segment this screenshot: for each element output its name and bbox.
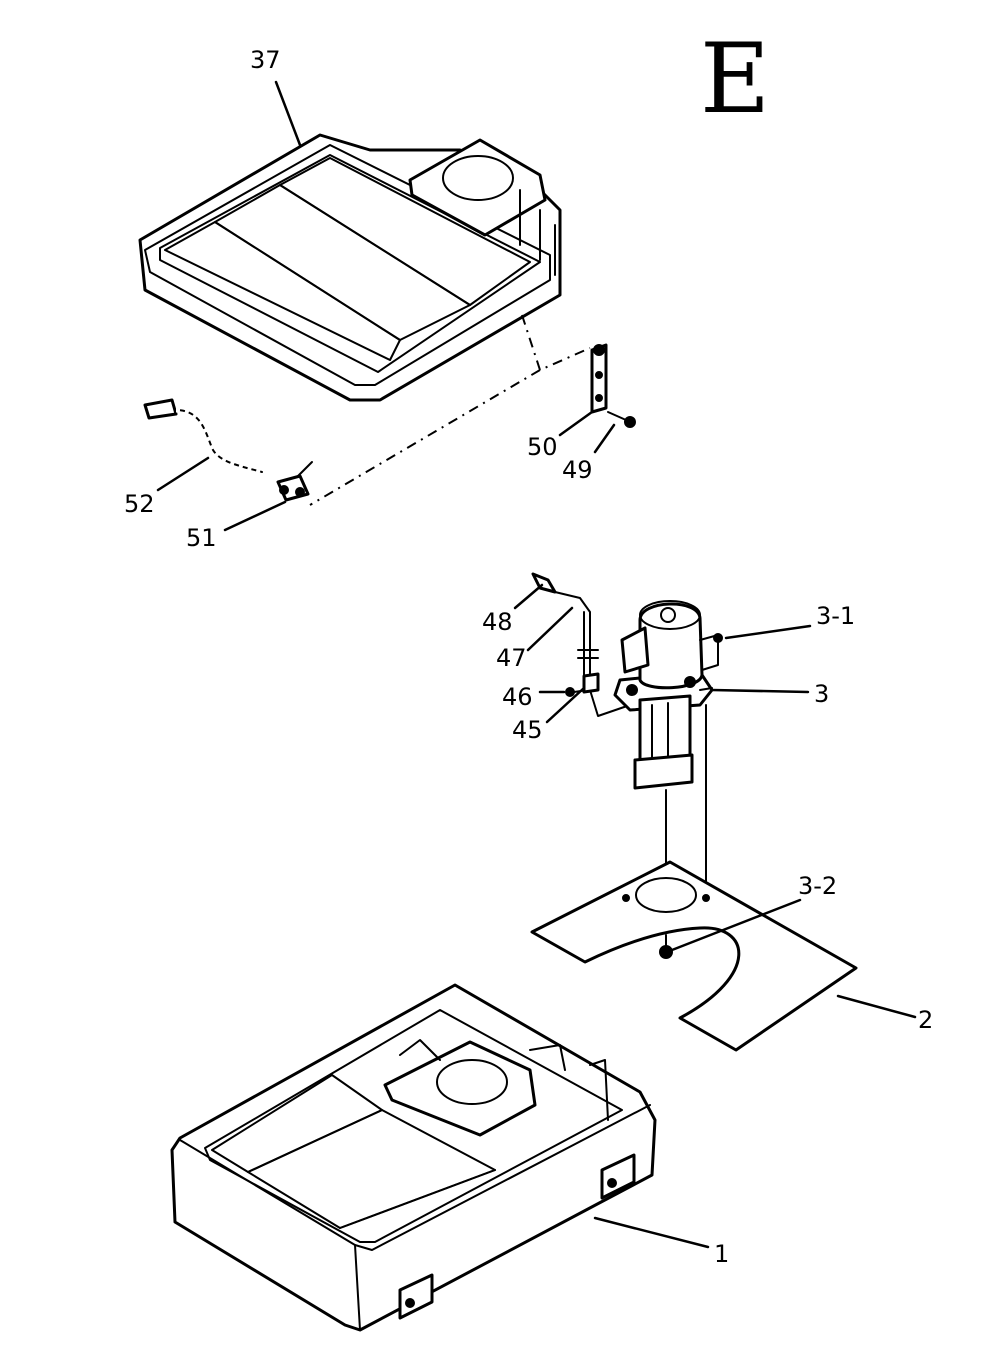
leader-2 <box>836 994 917 1019</box>
callout-1: 1 <box>714 1240 729 1268</box>
callout-50: 50 <box>527 433 558 461</box>
leader-50 <box>558 410 594 437</box>
coolant-hose-52 <box>143 398 263 475</box>
base-1 <box>170 983 657 1332</box>
leader-49 <box>593 423 616 454</box>
leader-52 <box>156 456 210 492</box>
callout-52: 52 <box>124 490 155 518</box>
leader-3-2 <box>670 898 802 952</box>
coolant-pump-3 <box>613 600 719 790</box>
valve-51 <box>276 461 313 502</box>
callout-2: 2 <box>918 1006 933 1034</box>
callout-3: 3 <box>814 680 829 708</box>
bracket-50 <box>590 343 608 414</box>
callout-48: 48 <box>482 608 513 636</box>
cover-plate-2 <box>530 860 858 1052</box>
leader-48 <box>513 583 544 610</box>
callout-45: 45 <box>512 716 543 744</box>
leader-3-1 <box>724 624 812 640</box>
callout-49: 49 <box>562 456 593 484</box>
assembly-line-tray <box>309 314 591 506</box>
callout-46: 46 <box>502 683 533 711</box>
leader-47 <box>526 606 574 652</box>
leader-1 <box>593 1216 710 1249</box>
clamp-45 <box>582 672 600 694</box>
leader-51 <box>223 500 287 532</box>
screw-49 <box>607 411 636 428</box>
callout-3-1: 3-1 <box>816 602 855 630</box>
screw-3-1 <box>713 633 723 656</box>
callout-3-2: 3-2 <box>798 872 837 900</box>
section-letter: E <box>700 23 770 135</box>
callout-37: 37 <box>250 46 281 74</box>
leader-37 <box>274 80 302 147</box>
callout-47: 47 <box>496 644 527 672</box>
callout-51: 51 <box>186 524 217 552</box>
coolant-tray-37 <box>138 80 562 402</box>
leader-3 <box>710 688 810 694</box>
leader-45 <box>545 686 586 724</box>
